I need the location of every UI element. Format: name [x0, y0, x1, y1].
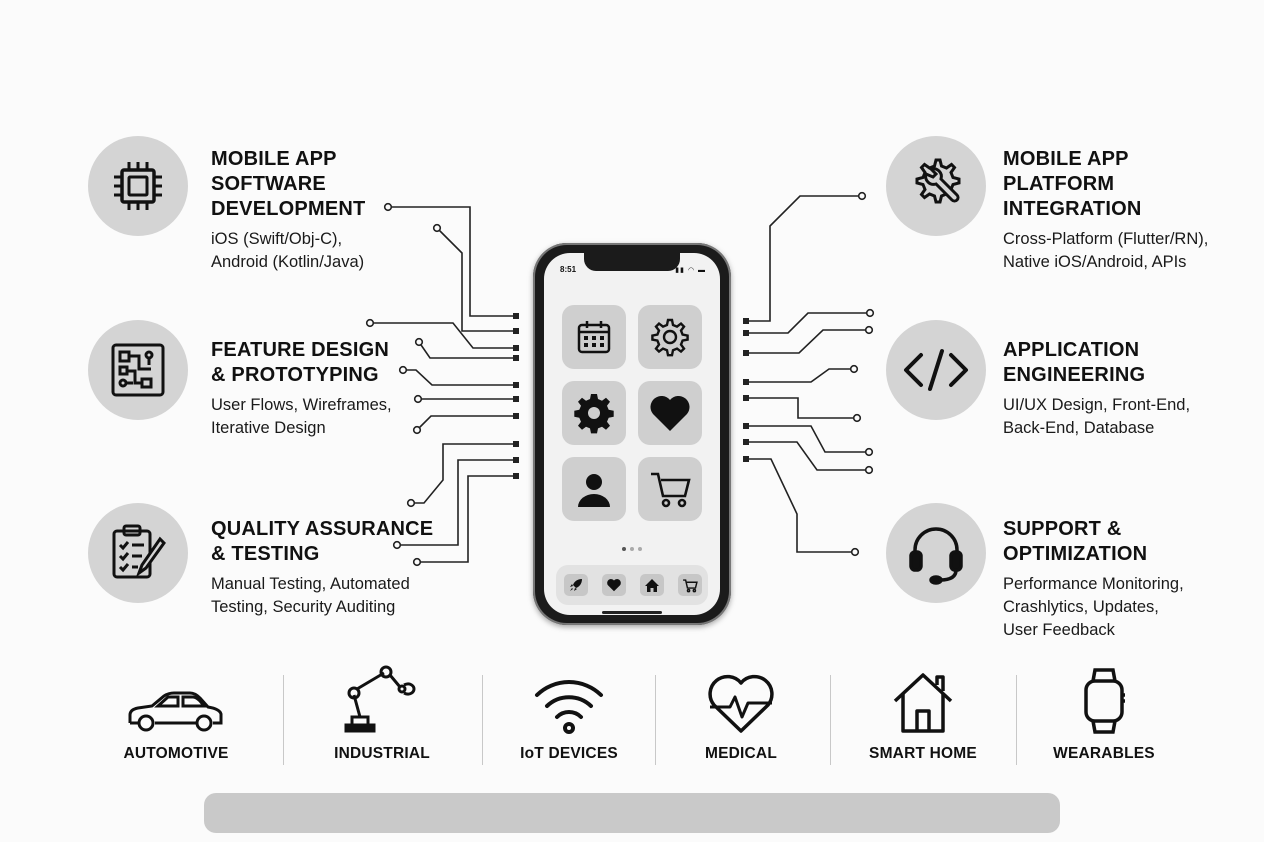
smartwatch-icon — [1084, 668, 1125, 734]
user-icon — [578, 474, 610, 507]
smartphone: 8:51 ▮▮ ◠ ▬ — [533, 243, 731, 625]
cpu-chip-icon — [88, 136, 188, 236]
headset-icon — [886, 503, 986, 603]
cart-icon — [683, 578, 698, 592]
home-icon — [645, 578, 659, 592]
industry-label: IoT DEVICES — [520, 745, 618, 762]
app-shop[interactable] — [638, 457, 702, 521]
service-title: MOBILE APP PLATFORM INTEGRATION — [1003, 148, 1142, 220]
app-favorites[interactable] — [638, 381, 702, 445]
bottom-bar — [204, 793, 1060, 833]
phone-dock — [556, 565, 708, 605]
industry-label: SMART HOME — [869, 745, 977, 762]
divider — [830, 675, 831, 765]
divider — [1016, 675, 1017, 765]
industry-label: INDUSTRIAL — [334, 745, 430, 762]
app-calendar[interactable] — [562, 305, 626, 369]
app-profile[interactable] — [562, 457, 626, 521]
dock-cart[interactable] — [678, 574, 702, 596]
divider — [655, 675, 656, 765]
car-icon — [128, 691, 223, 732]
industry-smart-home: SMART HOME — [843, 665, 1003, 763]
industry-automotive: AUTOMOTIVE — [96, 665, 256, 763]
service-description: Manual Testing, Automated Testing, Secur… — [211, 575, 410, 616]
dock-favorites[interactable] — [602, 574, 626, 596]
service-title: QUALITY ASSURANCE & TESTING — [211, 518, 434, 565]
heart-pulse-icon — [708, 674, 774, 733]
service-support-optimization: SUPPORT & OPTIMIZATION Performance Monit… — [1003, 517, 1263, 642]
service-platform-integration: MOBILE APP PLATFORM INTEGRATION Cross-Pl… — [1003, 147, 1263, 274]
service-description: Cross-Platform (Flutter/RN), Native iOS/… — [1003, 230, 1209, 271]
service-title: FEATURE DESIGN & PROTOTYPING — [211, 339, 389, 386]
clipboard-checklist-icon — [88, 503, 188, 603]
status-icons: ▮▮ ◠ ▬ — [675, 267, 706, 274]
industry-wearables: WEARABLES — [1024, 665, 1184, 763]
service-title: SUPPORT & OPTIMIZATION — [1003, 518, 1148, 565]
industry-medical: MEDICAL — [661, 665, 821, 763]
service-quality-assurance: QUALITY ASSURANCE & TESTING Manual Testi… — [211, 517, 471, 619]
service-title: APPLICATION ENGINEERING — [1003, 339, 1146, 386]
phone-screen: 8:51 ▮▮ ◠ ▬ — [544, 253, 720, 615]
status-clock: 8:51 — [560, 265, 577, 274]
heart-icon — [650, 395, 690, 431]
dock-home[interactable] — [640, 574, 664, 596]
code-brackets-icon — [886, 320, 986, 420]
industry-label: MEDICAL — [704, 745, 777, 762]
robot-arm-icon — [344, 665, 416, 733]
service-title: MOBILE APP SOFTWARE DEVELOPMENT — [211, 148, 366, 220]
heart-icon — [607, 579, 621, 592]
industry-label: WEARABLES — [1053, 745, 1155, 762]
service-feature-design: FEATURE DESIGN & PROTOTYPING User Flows,… — [211, 338, 471, 440]
service-description: Performance Monitoring, Crashlytics, Upd… — [1003, 575, 1184, 639]
service-description: iOS (Swift/Obj-C), Android (Kotlin/Java) — [211, 230, 365, 271]
wifi-icon — [535, 680, 603, 734]
app-settings-outline[interactable] — [638, 305, 702, 369]
gear-wrench-icon — [886, 136, 986, 236]
divider — [482, 675, 483, 765]
dock-launch[interactable] — [564, 574, 588, 596]
industry-industrial: INDUSTRIAL — [302, 665, 462, 763]
shopping-cart-icon — [651, 472, 691, 508]
gear-icon — [651, 318, 689, 357]
calendar-icon — [577, 321, 611, 354]
industry-label: AUTOMOTIVE — [123, 745, 229, 762]
phone-notch — [584, 253, 680, 271]
circuit-board-icon — [88, 320, 188, 420]
cog-icon — [574, 394, 614, 434]
app-settings[interactable] — [562, 381, 626, 445]
house-icon — [893, 673, 953, 733]
service-description: User Flows, Wireframes, Iterative Design — [211, 396, 392, 437]
service-software-development: MOBILE APP SOFTWARE DEVELOPMENT iOS (Swi… — [211, 147, 471, 274]
rocket-icon — [570, 579, 582, 591]
page-indicator — [544, 547, 720, 551]
industry-iot: IoT DEVICES — [489, 665, 649, 763]
service-description: UI/UX Design, Front-End, Back-End, Datab… — [1003, 396, 1191, 437]
divider — [283, 675, 284, 765]
service-application-engineering: APPLICATION ENGINEERING UI/UX Design, Fr… — [1003, 338, 1263, 440]
home-indicator — [602, 611, 662, 614]
